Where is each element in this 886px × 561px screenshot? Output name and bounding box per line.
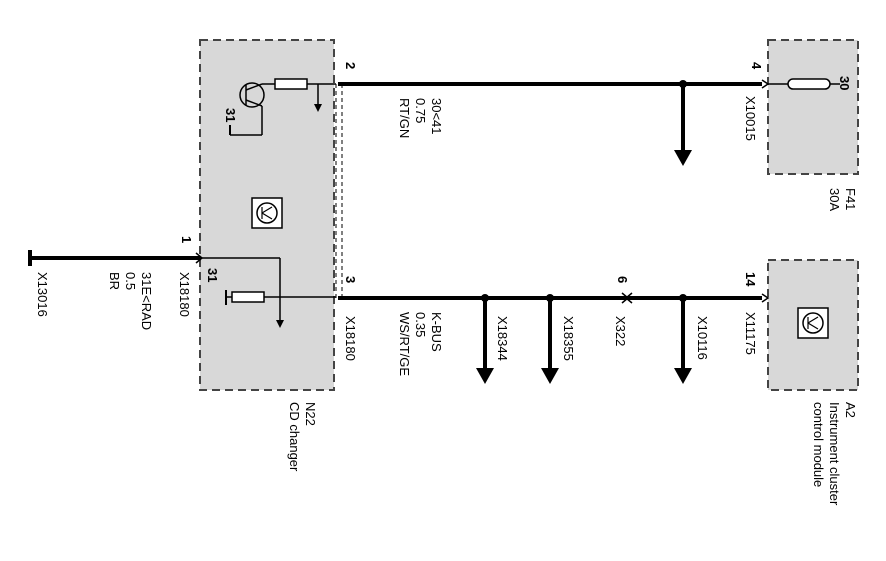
kbus-wire-color: WS/RT/GE [397,312,412,376]
ground-wire-circuit: 31E<RAD [139,272,154,330]
ground-wire-gauge: 0.5 [123,272,138,290]
connector-x18355: X18355 [561,316,576,361]
power-wire-gauge: 0.75 [413,98,428,123]
connector-x13016: X13016 [35,272,50,317]
fuse-terminal-label: 30 [837,76,852,90]
pin-4-label: 4 [749,62,764,70]
kbus-wire-circuit: K-BUS [429,312,444,352]
fuse-id: F41 [843,188,858,210]
connector-x11175: X11175 [743,312,758,355]
fuse-box [767,39,859,175]
ground-31-bottom-label: 31 [205,268,220,282]
connector-x18344: X18344 [495,316,510,361]
ground-31-top-label: 31 [223,108,238,122]
transistor-icon [239,82,265,108]
instrument-cluster-name-2: control module [811,402,826,487]
pin-1-label: 1 [179,236,194,243]
fuse-icon [787,78,831,90]
connector-x10116: X10116 [695,316,710,360]
pin-6-label: 6 [615,276,630,283]
power-wire-circuit: 30<41 [429,98,444,135]
fuse-rating: 30A [827,188,842,211]
ground-wire-color: BR [107,272,122,290]
resistor-top-icon [274,78,308,90]
kbus-wire-gauge: 0.35 [413,312,428,337]
connector-x18180-top: X18180 [177,272,192,317]
power-wire-color: RT/GN [397,98,412,138]
pin-3-label: 3 [343,276,358,283]
resistor-bottom-icon [231,291,265,303]
instrument-cluster-id: A2 [843,402,858,418]
connector-x322: X322 [613,316,628,346]
pin-14-label: 14 [743,272,758,287]
instrument-cluster-name-1: Instrument cluster [827,402,842,506]
cd-changer-id: N22 [303,402,318,426]
connector-x10015: X10015 [743,96,758,141]
connector-x18180-bottom: X18180 [343,316,358,361]
cd-changer-name: CD changer [287,402,302,472]
pin-2-label: 2 [343,62,358,69]
